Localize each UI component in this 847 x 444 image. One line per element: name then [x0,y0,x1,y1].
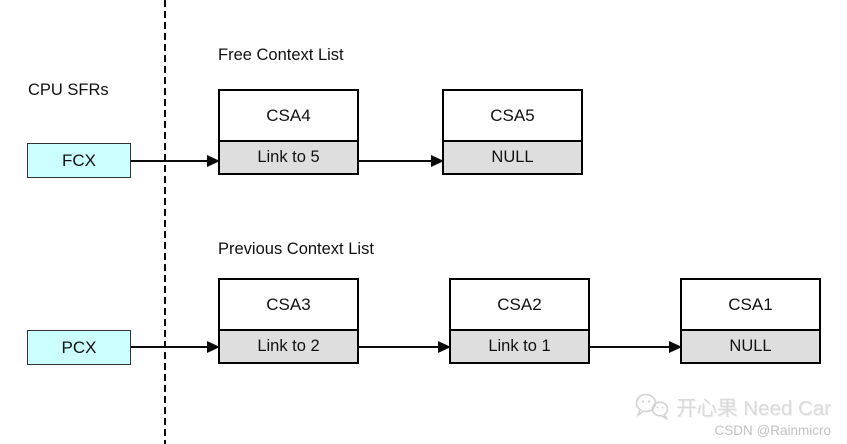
arrow-head-icon [431,155,444,167]
watermark-brand-text: 开心果 Need Car [676,397,831,420]
cpu-sfrs-label: CPU SFRs [28,81,109,99]
arrow-shaft [359,346,442,348]
arrow-head-icon [207,341,220,353]
register-pcx-label: PCX [61,337,97,357]
node-csa1: CSA1 NULL [680,278,821,364]
node-csa1-link: NULL [680,329,821,364]
node-csa5-link: NULL [442,140,583,175]
wechat-icon [635,393,669,421]
arrow-fcx-to-csa4 [131,155,220,167]
node-csa1-name: CSA1 [680,278,821,331]
node-csa5-name: CSA5 [442,89,583,142]
node-csa3-link: Link to 2 [218,329,359,364]
arrow-head-icon [438,341,451,353]
node-csa2-link: Link to 1 [449,329,590,364]
node-csa2: CSA2 Link to 1 [449,278,590,364]
arrow-head-icon [669,341,682,353]
free-context-list-title: Free Context List [218,46,344,64]
sfr-memory-divider-dashed-line [164,0,166,444]
watermark: 开心果 Need Car CSDN @Rainmicro [634,391,831,438]
arrow-csa2-to-csa1 [590,341,682,353]
node-csa4: CSA4 Link to 5 [218,89,359,175]
register-pcx: PCX [27,330,131,365]
watermark-credit-text: CSDN @Rainmicro [714,423,831,438]
node-csa3-name: CSA3 [218,278,359,331]
arrow-shaft [359,160,435,162]
node-csa3: CSA3 Link to 2 [218,278,359,364]
arrow-head-icon [207,155,220,167]
node-csa2-name: CSA2 [449,278,590,331]
arrow-shaft [131,160,211,162]
arrow-csa4-to-csa5 [359,155,444,167]
node-csa4-link: Link to 5 [218,140,359,175]
arrow-csa3-to-csa2 [359,341,451,353]
register-fcx-label: FCX [62,150,96,170]
node-csa4-name: CSA4 [218,89,359,142]
register-fcx: FCX [27,143,131,178]
arrow-shaft [590,346,673,348]
arrow-shaft [131,346,211,348]
previous-context-list-title: Previous Context List [218,240,374,258]
node-csa5: CSA5 NULL [442,89,583,175]
arrow-pcx-to-csa3 [131,341,220,353]
